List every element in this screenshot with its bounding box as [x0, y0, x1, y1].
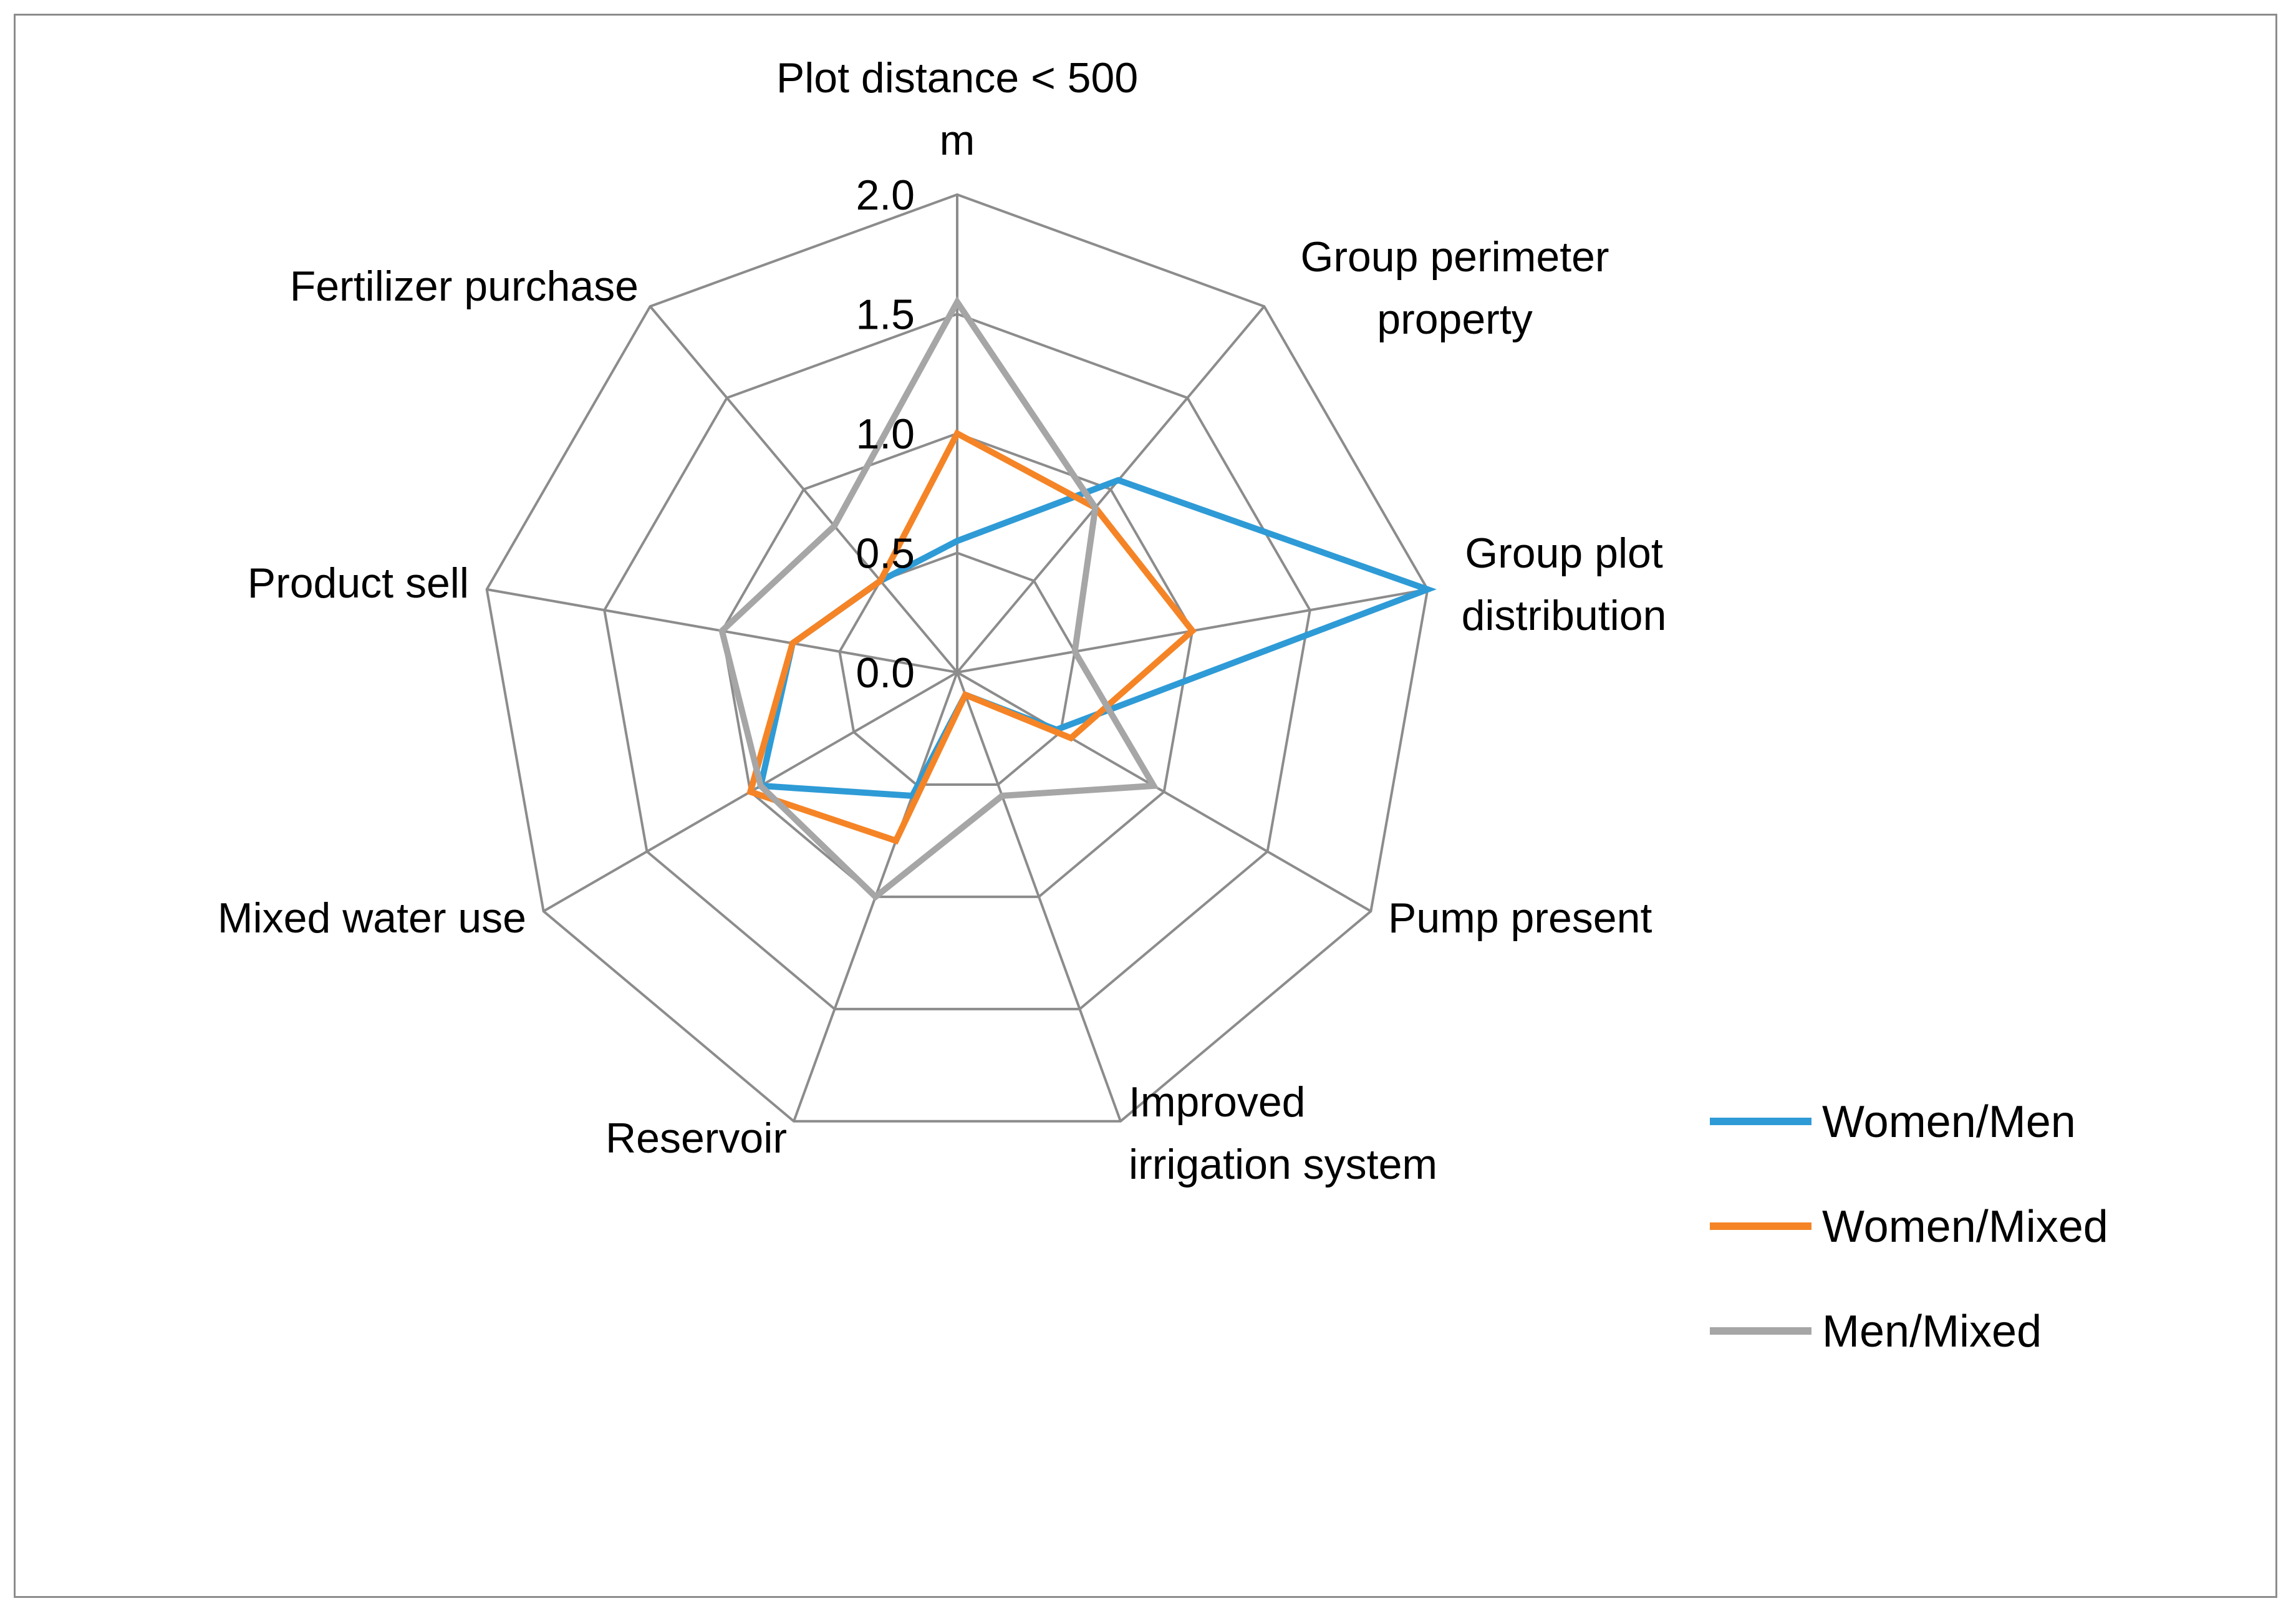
- series-line-women-mixed: [746, 429, 1197, 845]
- category-label-line: Pump present: [1388, 894, 1652, 942]
- category-label-line: Plot distance < 500: [776, 54, 1138, 102]
- grid-spoke: [957, 671, 1372, 912]
- grid-spoke: [956, 305, 1265, 674]
- category-label: Fertilizer purchase: [290, 263, 639, 310]
- legend-label: Men/Mixed: [1822, 1307, 2042, 1357]
- grid-spoke: [956, 672, 1122, 1122]
- category-label: Reservoir: [605, 1115, 787, 1162]
- category-label-line: Fertilizer purchase: [290, 263, 639, 310]
- category-label: Mixed water use: [218, 894, 526, 942]
- category-label: Product sell: [248, 559, 469, 607]
- radar-tick-labels: 0.0 0.5 1.0 1.5 2.0: [856, 172, 915, 697]
- legend-label: Women/Men: [1822, 1097, 2076, 1147]
- radar-series: [718, 296, 1437, 901]
- grid-ring: [485, 193, 1429, 1123]
- category-label-line: Improved: [1129, 1078, 1305, 1126]
- category-label-line: Product sell: [248, 559, 469, 607]
- category-label-line: property: [1377, 296, 1532, 343]
- category-label-line: distribution: [1462, 592, 1667, 639]
- grid-ring: [603, 312, 1311, 1010]
- category-label-line: m: [940, 117, 975, 164]
- grid-spoke: [649, 305, 958, 674]
- legend-label: Women/Mixed: [1822, 1202, 2108, 1252]
- category-label: Plot distance < 500 m: [776, 54, 1138, 164]
- category-label: Group perimeter property: [1300, 233, 1609, 343]
- series-line-men-mixed: [718, 296, 1159, 901]
- category-label-line: irrigation system: [1129, 1141, 1437, 1188]
- tick-label: 1.5: [856, 291, 915, 339]
- category-label-line: Group plot: [1465, 530, 1663, 577]
- category-label-line: Mixed water use: [218, 894, 526, 942]
- category-label: Pump present: [1388, 894, 1652, 942]
- radar-grid: [485, 193, 1429, 1123]
- tick-label: 0.0: [856, 649, 915, 697]
- tick-label: 0.5: [856, 530, 915, 578]
- tick-label: 2.0: [856, 172, 915, 219]
- grid-ring: [838, 551, 1076, 786]
- tick-label: 1.0: [856, 410, 915, 458]
- category-label-line: Group perimeter: [1300, 233, 1609, 281]
- grid-ring: [720, 432, 1194, 898]
- category-label: Group plot distribution: [1462, 530, 1667, 639]
- category-label: Improved irrigation system: [1129, 1078, 1437, 1188]
- category-label-line: Reservoir: [605, 1115, 787, 1162]
